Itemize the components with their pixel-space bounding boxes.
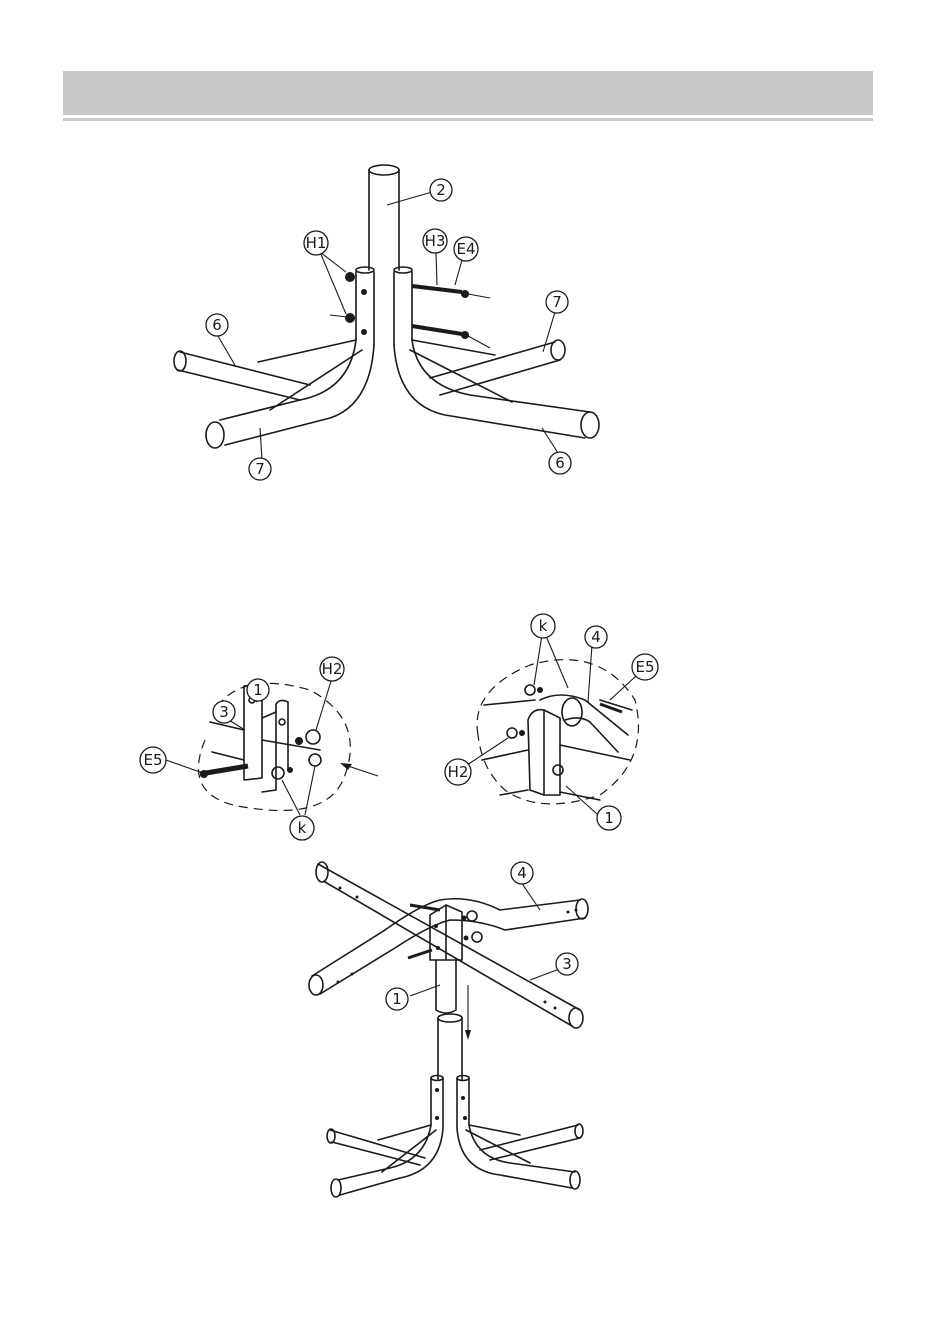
callout-h1: H1 [304,231,328,255]
svg-text:H2: H2 [448,763,469,781]
svg-text:E4: E4 [456,240,475,258]
svg-text:H2: H2 [322,660,343,678]
svg-text:1: 1 [253,681,263,699]
svg-text:3: 3 [219,703,229,721]
svg-text:H1: H1 [306,234,327,252]
svg-text:3: 3 [562,955,572,973]
callout-part-1-left: 1 [247,679,269,701]
callout-part-2: 2 [430,179,452,201]
callout-e5-left: E5 [140,747,166,773]
svg-text:6: 6 [212,316,222,334]
svg-text:4: 4 [591,628,601,646]
bottom-assembly-diagram: 4 3 1 [309,862,588,1197]
callout-part-1-right: 1 [597,806,621,830]
callout-part-4-right: 4 [585,626,607,648]
callout-part-6-left: 6 [206,314,228,336]
svg-text:2: 2 [436,181,446,199]
svg-text:1: 1 [392,990,402,1008]
detail-left-diagram: 1 3 H2 E5 k [140,657,378,840]
callout-h2-right: H2 [445,759,471,785]
svg-text:E5: E5 [143,751,162,769]
svg-text:E5: E5 [635,658,654,676]
callout-part-1-bottom: 1 [386,988,408,1010]
svg-text:H3: H3 [425,232,446,250]
callout-part-7-left: 7 [249,458,271,480]
callout-h2-left: H2 [320,657,344,681]
callout-part-3-bottom: 3 [556,953,578,975]
svg-text:7: 7 [255,460,265,478]
callout-h3: H3 [423,229,447,253]
callout-part-7-right: 7 [546,291,568,313]
callout-e5-right: E5 [632,654,658,680]
detail-right-diagram: k 4 E5 H2 1 [445,614,658,830]
callout-part-6-right: 6 [549,452,571,474]
callout-part-4-bottom: 4 [511,862,533,884]
svg-text:7: 7 [552,293,562,311]
top-assembly-diagram: 2 H1 H3 E4 6 7 7 6 [174,165,599,480]
svg-text:k: k [298,819,307,837]
svg-text:k: k [539,617,548,635]
callout-k-right: k [531,614,555,638]
svg-text:4: 4 [517,864,527,882]
callout-e4: E4 [454,237,478,261]
callout-part-3-left: 3 [213,701,235,723]
callout-k-left: k [290,816,314,840]
svg-text:1: 1 [604,809,614,827]
svg-text:6: 6 [555,454,565,472]
